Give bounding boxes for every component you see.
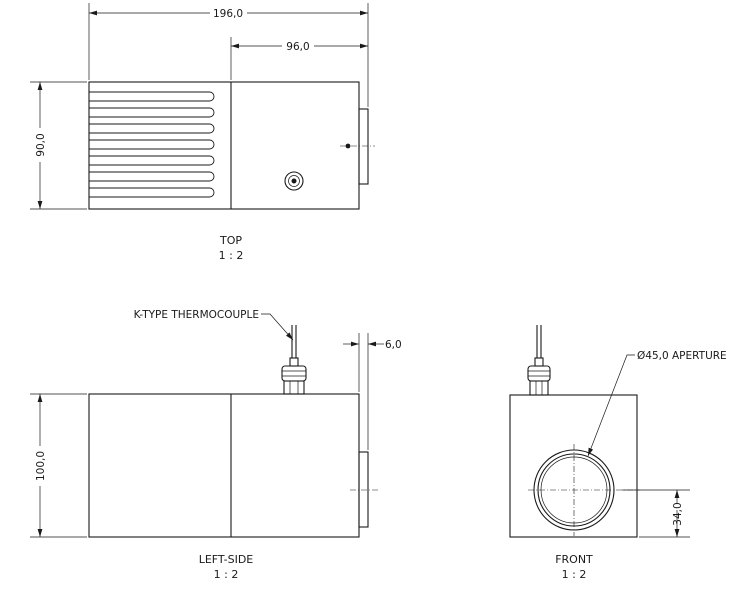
front-view bbox=[509, 325, 640, 538]
dimension-top-height: 90,0 bbox=[30, 81, 87, 210]
cooling-fin bbox=[89, 107, 215, 118]
aperture-callout-text: Ø45,0 APERTURE bbox=[637, 350, 727, 362]
front-thermocouple-gland bbox=[527, 357, 551, 396]
thermocouple-callout: K-TYPE THERMOCOUPLE bbox=[134, 309, 294, 341]
cooling-fin bbox=[89, 123, 215, 134]
left-side-view-scale: 1 : 2 bbox=[214, 568, 239, 581]
thermocouple-gland bbox=[281, 357, 307, 395]
front-view-body bbox=[509, 394, 638, 538]
cooling-fin bbox=[89, 91, 215, 102]
dimension-flange-thickness-text: 6,0 bbox=[385, 339, 402, 351]
dimension-side-height-text: 100,0 bbox=[35, 451, 47, 481]
dimension-side-height: 100,0 bbox=[30, 393, 87, 538]
dimension-back-length-text: 96,0 bbox=[286, 41, 309, 53]
connector-core bbox=[291, 178, 297, 184]
top-view-flange bbox=[358, 108, 369, 185]
top-view-scale: 1 : 2 bbox=[219, 249, 244, 262]
top-view bbox=[88, 81, 375, 210]
thermocouple-callout-text: K-TYPE THERMOCOUPLE bbox=[134, 309, 259, 321]
aperture-callout: Ø45,0 APERTURE bbox=[587, 350, 727, 457]
side-view-flange bbox=[358, 451, 369, 528]
cooling-fins bbox=[89, 91, 215, 198]
dimension-flange-thickness: 6,0 bbox=[343, 333, 402, 450]
left-side-view-label: LEFT-SIDE bbox=[199, 553, 254, 566]
front-view-label: FRONT bbox=[555, 553, 593, 566]
side-view-body bbox=[88, 393, 360, 538]
cooling-fin bbox=[89, 155, 215, 166]
dimension-aperture-height-text: 34,0 bbox=[672, 502, 684, 525]
cooling-fin bbox=[89, 139, 215, 150]
dimension-back-length: 96,0 bbox=[230, 37, 368, 80]
dimension-aperture-height: 34,0 bbox=[622, 489, 690, 538]
front-view-scale: 1 : 2 bbox=[562, 568, 587, 581]
dimension-top-height-text: 90,0 bbox=[35, 133, 47, 156]
dimension-overall-length: 196,0 bbox=[88, 3, 369, 107]
left-side-view bbox=[88, 325, 378, 538]
dimension-overall-length-text: 196,0 bbox=[213, 8, 243, 20]
cooling-fin bbox=[89, 171, 215, 182]
connector-inner bbox=[288, 175, 300, 187]
top-view-label: TOP bbox=[219, 234, 242, 247]
cooling-fin bbox=[89, 187, 215, 198]
connector-outer bbox=[284, 171, 304, 191]
